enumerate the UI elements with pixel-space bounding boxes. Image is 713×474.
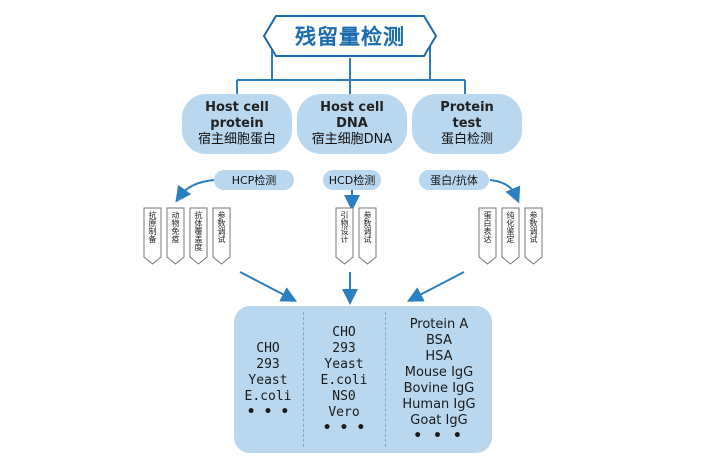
column-divider [385,312,386,447]
category-host-cell-dna: Host cell DNA 宿主细胞DNA [297,94,407,154]
category-zh: 宿主细胞蛋白 [197,132,276,147]
tag-label: 抗体覆盖度 [194,211,203,251]
category-en-line1: Host cell [205,100,269,115]
result-ellipsis: • • • [246,403,290,420]
tag-hcp-2: 动物免疫 [166,207,185,265]
page-title: 残留量检测 [295,25,405,49]
category-zh: 蛋白检测 [440,132,493,147]
category-en-line2: protein [210,116,264,131]
category-en-line2: test [452,116,482,131]
category-en-line1: Host cell [320,100,384,115]
tag-protein-2: 纯化鉴定 [501,207,520,265]
result-item: Protein A [409,316,469,332]
arrow-to-results-left [239,271,298,302]
results-hcp-column: CHO 293 Yeast E.coli • • • [234,306,302,453]
tag-label: 引物设计 [340,211,349,243]
category-protein-test: Protein test 蛋白检测 [412,94,522,154]
results-hcd-column: CHO 293 Yeast E.coli NS0 Vero • • • [304,306,384,453]
curved-arrow-right [489,179,521,204]
tag-label: 参数调试 [217,211,226,243]
category-en-line2: DNA [336,116,368,131]
tag-protein-3: 参数调试 [524,207,543,265]
result-item: Bovine IgG [403,380,475,396]
result-item: CHO [332,324,356,340]
results-box: CHO 293 Yeast E.coli • • • CHO 293 Yeast… [234,306,492,453]
result-item: Yeast [248,372,288,388]
tag-label: 参数调试 [363,211,372,243]
result-item: Goat IgG [410,412,468,428]
pill-hcp: HCP检测 [214,170,294,190]
result-ellipsis: • • • [322,419,366,436]
curved-arrow-left [175,179,216,203]
tag-label: 动物免疫 [171,211,180,243]
tag-label: 蛋白表达 [483,211,492,243]
result-item: Human IgG [402,396,476,412]
results-protein-column: Protein A BSA HSA Mouse IgG Bovine IgG H… [386,306,492,453]
tag-label: 纯化鉴定 [506,211,515,243]
category-host-cell-protein: Host cell protein 宿主细胞蛋白 [182,94,292,154]
pill-protein-antibody: 蛋白/抗体 [419,170,489,190]
category-en-line1: Protein [440,100,494,115]
result-item: 293 [256,356,280,372]
result-item: BSA [425,332,453,348]
result-item: Yeast [324,356,364,372]
title-banner: 残留量检测 [262,14,438,58]
result-item: 293 [332,340,356,356]
column-divider [303,312,304,447]
tag-label: 参数调试 [529,211,538,243]
tag-hcp-4: 参数调试 [212,207,231,265]
result-item: HSA [425,348,453,364]
result-item: Vero [328,404,360,420]
category-zh: 宿主细胞DNA [311,132,393,147]
tag-hcd-1: 引物设计 [335,207,354,265]
tag-hcp-1: 抗原制备 [143,207,162,265]
result-item: NS0 [332,388,356,404]
arrow-to-results-right [406,271,465,302]
result-ellipsis: • • • [413,427,465,444]
tag-label: 抗原制备 [148,211,157,243]
result-item: Mouse IgG [404,364,474,380]
result-item: E.coli [320,372,368,388]
result-item: E.coli [244,388,292,404]
pill-hcd: HCD检测 [323,170,381,190]
tag-protein-1: 蛋白表达 [478,207,497,265]
tag-hcp-3: 抗体覆盖度 [189,207,208,265]
result-item: CHO [256,340,280,356]
tag-hcd-2: 参数调试 [358,207,377,265]
